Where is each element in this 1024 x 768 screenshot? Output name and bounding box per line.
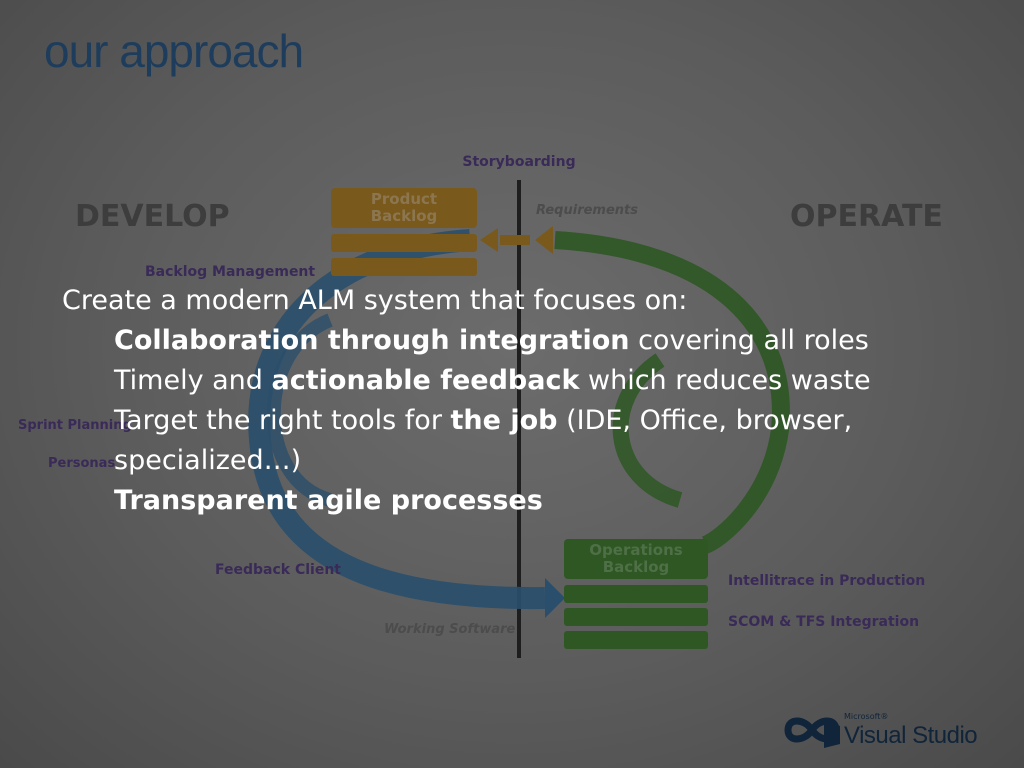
operate-heading: OPERATE: [790, 199, 943, 234]
scom-tfs-label: SCOM & TFS Integration: [728, 614, 919, 630]
approach-point-collaboration: Collaboration through integration coveri…: [114, 325, 869, 356]
storyboarding-label: Storyboarding: [462, 154, 575, 170]
requirements-arrow: [535, 226, 553, 254]
product-backlog-label: Product: [371, 190, 437, 208]
personas-label: Personas: [48, 456, 115, 471]
operate-inner-loop: [612, 353, 683, 508]
feedback-client-label: Feedback Client: [215, 562, 341, 578]
operations-backlog-box: [564, 539, 708, 579]
approach-intro: Create a modern ALM system that focuses …: [62, 285, 688, 316]
operations-backlog-label: Operations: [589, 541, 682, 559]
operate-loop-arrow: [554, 231, 790, 554]
svg-text:Backlog: Backlog: [371, 207, 438, 225]
sprint-planning-label: Sprint Planning: [18, 418, 132, 433]
working-software-label: Working Software: [384, 622, 516, 637]
approach-point-tools: Target the right tools for the job (IDE,…: [114, 405, 853, 476]
svg-text:Backlog: Backlog: [603, 558, 670, 576]
intellitrace-label: Intellitrace in Production: [728, 573, 925, 589]
approach-points: Collaboration through integration coveri…: [62, 321, 962, 521]
slide-title: our approach: [44, 25, 304, 77]
visual-studio-infinity-icon: [784, 717, 840, 748]
approach-text: Create a modern ALM system that focuses …: [62, 281, 962, 521]
logo-product: Visual Studio: [844, 722, 977, 749]
develop-inner-loop: [266, 313, 333, 507]
requirements-label: Requirements: [536, 203, 638, 218]
logo-company: Microsoft®: [844, 712, 888, 721]
develop-heading: DEVELOP: [75, 199, 230, 234]
requirements-arrow-shaft: [500, 235, 530, 245]
approach-point-agile: Transparent agile processes: [114, 485, 543, 516]
requirements-arrow-head: [480, 228, 498, 252]
approach-point-feedback: Timely and actionable feedback which red…: [114, 365, 871, 396]
develop-loop-arrowhead: [545, 578, 565, 618]
visual-studio-logo: Microsoft® Visual Studio: [784, 712, 978, 749]
product-backlog-box: [331, 188, 477, 228]
backlog-management-label: Backlog Management: [145, 264, 315, 280]
